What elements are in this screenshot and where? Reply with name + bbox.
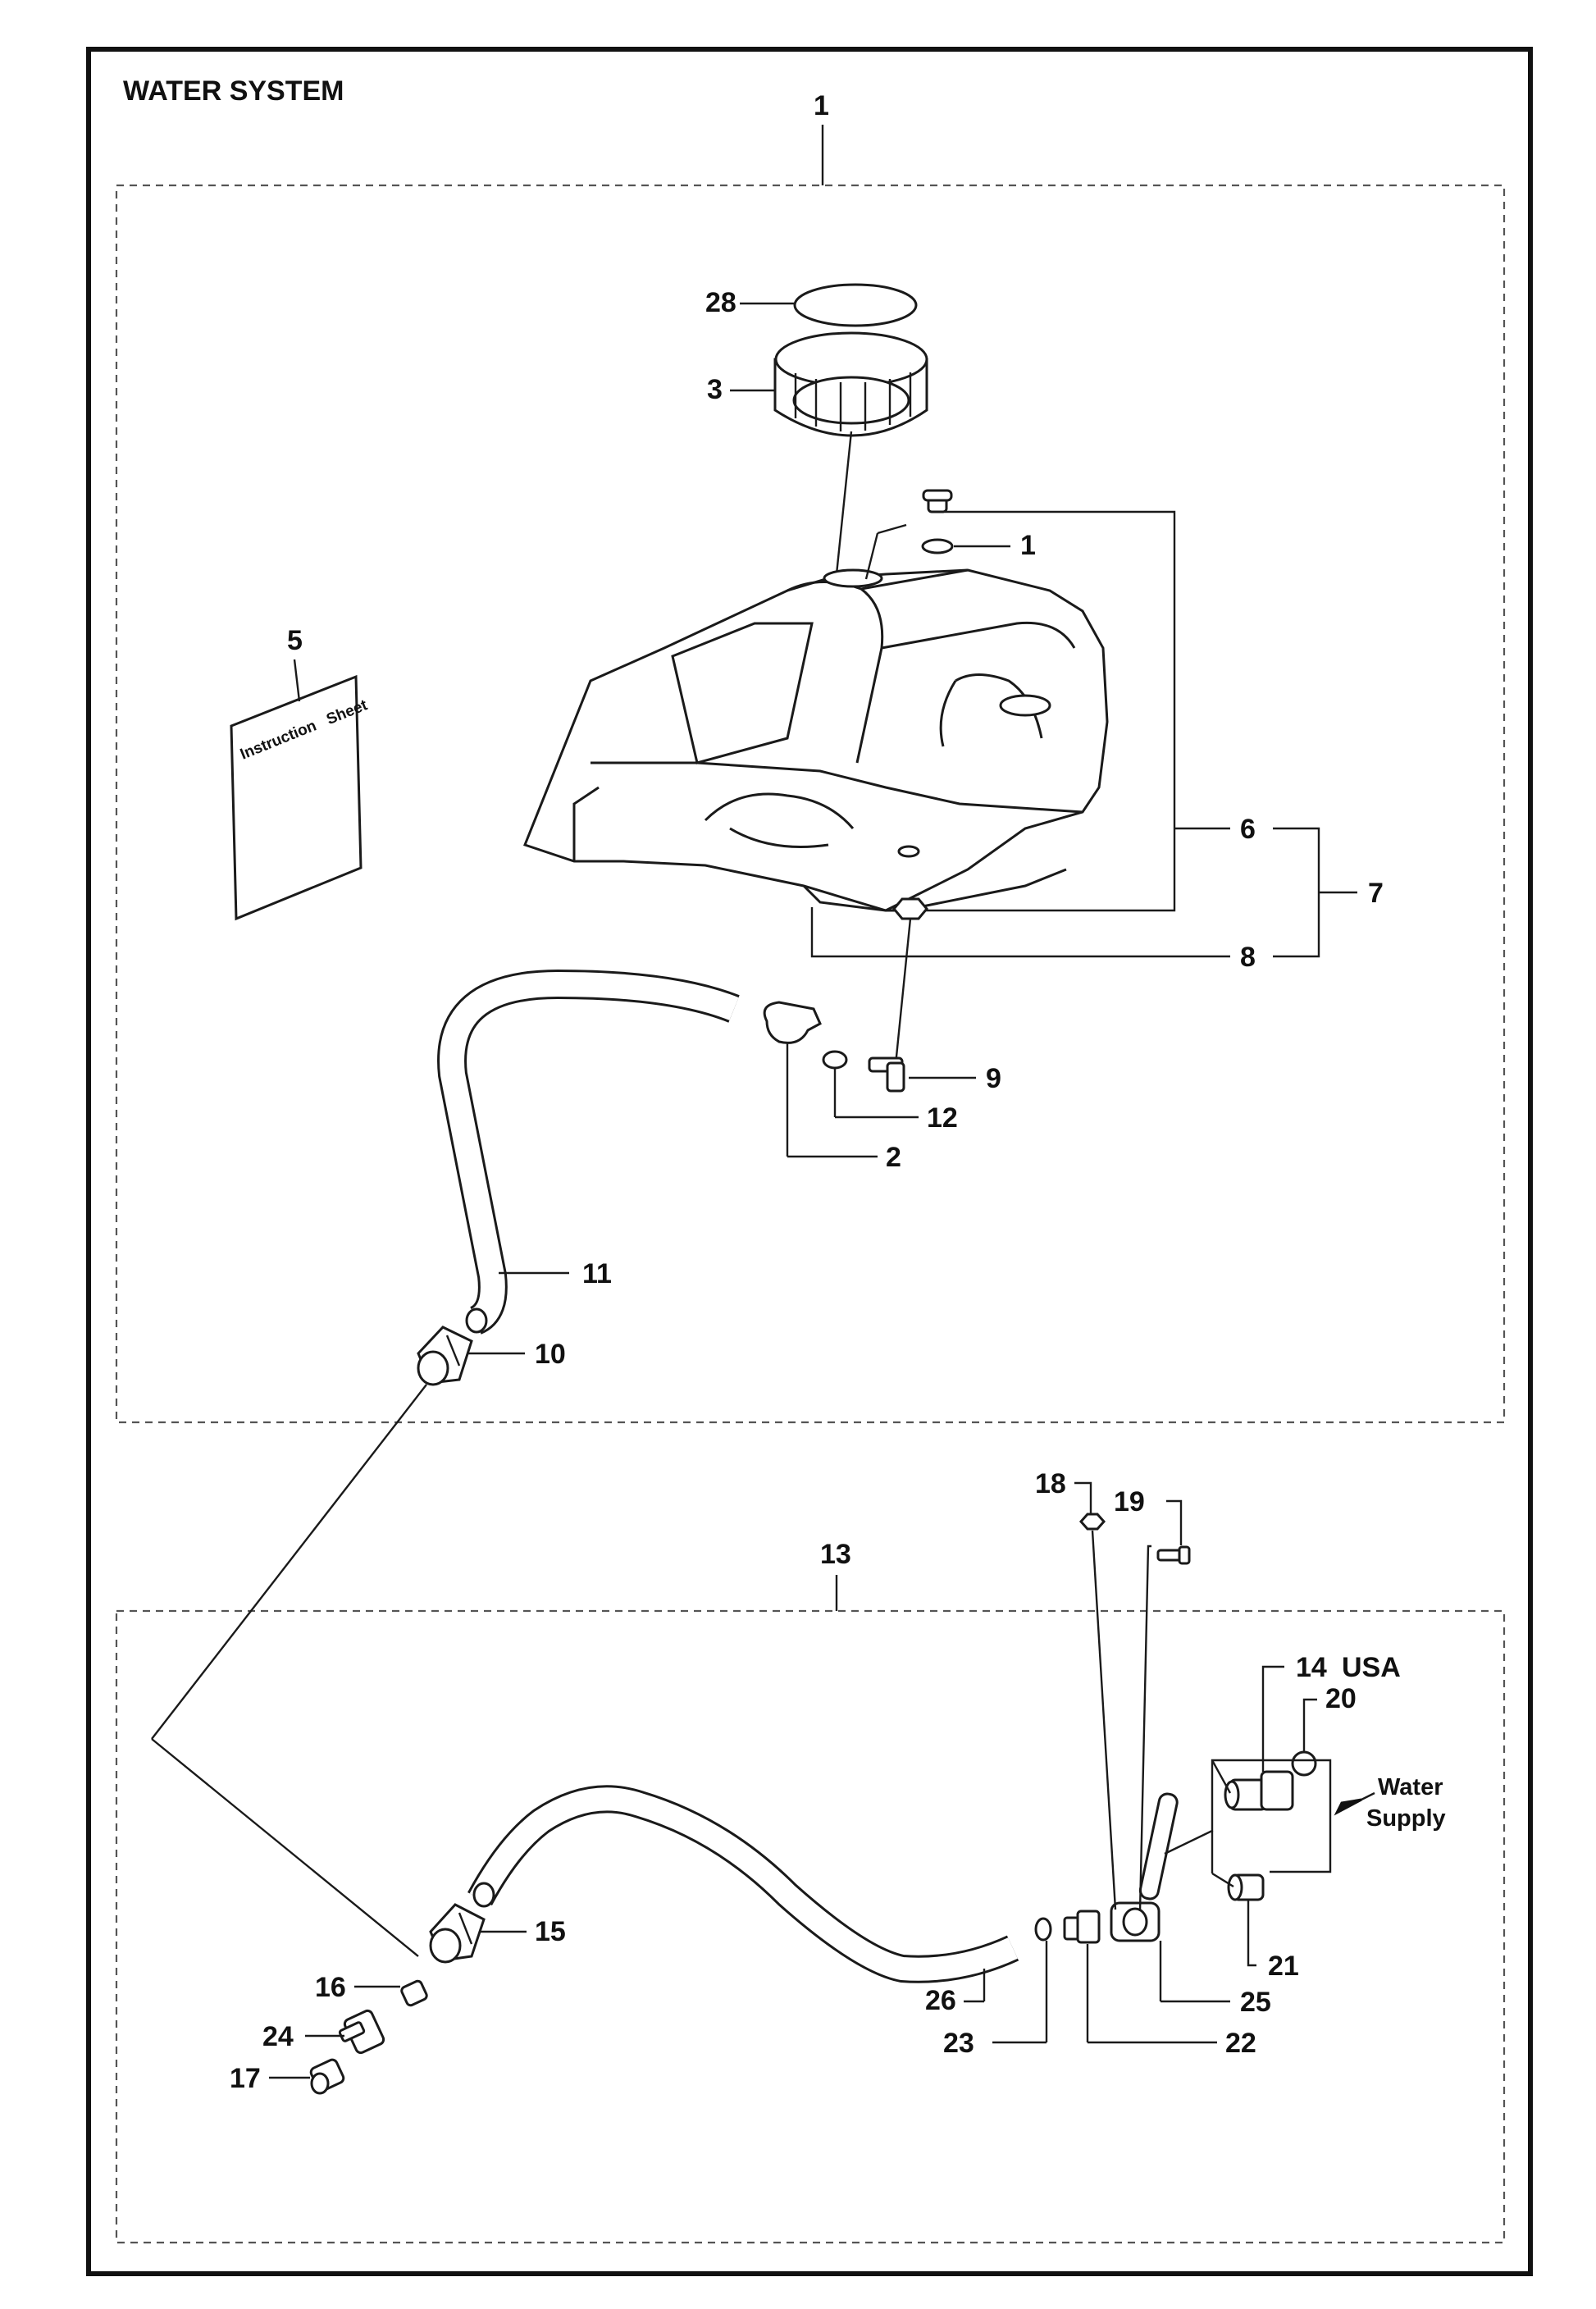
callout-25: 25 <box>1240 1987 1271 2018</box>
adapter-14 <box>1224 1770 1294 1811</box>
nipple-16 <box>400 1979 428 2007</box>
callout-26: 26 <box>925 1985 956 2016</box>
callout-21: 21 <box>1268 1951 1299 1982</box>
o-ring <box>921 538 954 554</box>
callout-13: 13 <box>820 1539 851 1570</box>
callout-3: 3 <box>707 374 723 405</box>
elbow-fitting-9 <box>868 1056 905 1093</box>
coupling-15 <box>429 1903 486 1964</box>
callout-22: 22 <box>1225 2028 1256 2059</box>
callout-10: 10 <box>535 1339 566 1370</box>
hose-clamp-2 <box>763 1001 822 1044</box>
sticker-28 <box>793 283 918 327</box>
clip-23 <box>1034 1917 1052 1942</box>
callout-1-plug: 1 <box>1020 530 1036 561</box>
ball-valve-25 <box>1110 1792 1179 1942</box>
coupling-10 <box>417 1326 473 1386</box>
nipple-21 <box>1227 1873 1265 1901</box>
callout-20: 20 <box>1325 1683 1357 1714</box>
water-tank <box>523 568 1109 912</box>
callout-8: 8 <box>1240 942 1256 973</box>
callout-16: 16 <box>315 1972 346 2003</box>
clip-12 <box>822 1050 848 1070</box>
callout-6: 6 <box>1240 814 1256 845</box>
callout-12: 12 <box>927 1102 958 1134</box>
screw-19 <box>1156 1545 1191 1565</box>
callout-15: 15 <box>535 1916 566 1947</box>
callout-2: 2 <box>886 1142 901 1173</box>
drain-plug <box>922 489 953 513</box>
callout-23: 23 <box>943 2028 974 2059</box>
callout-9: 9 <box>986 1063 1001 1094</box>
callout-1-group: 1 <box>814 90 829 121</box>
nut-18 <box>1078 1513 1106 1531</box>
callout-24: 24 <box>262 2021 294 2052</box>
instruction-sheet: Instruction Sheet <box>230 674 371 921</box>
water-supply-label-2: Supply <box>1366 1805 1446 1832</box>
valve-24 <box>338 2009 385 2055</box>
supply-arrow <box>1334 1798 1362 1816</box>
callout-18: 18 <box>1035 1468 1066 1499</box>
nut <box>892 897 928 920</box>
nipple-22 <box>1063 1910 1101 1944</box>
washer <box>897 845 920 858</box>
callout-7: 7 <box>1368 878 1384 909</box>
washer-20 <box>1291 1750 1317 1777</box>
callout-14: 14 <box>1296 1652 1327 1683</box>
callout-5: 5 <box>287 625 303 656</box>
callout-28: 28 <box>705 287 736 318</box>
page-title: WATER SYSTEM <box>123 75 344 107</box>
callout-19: 19 <box>1114 1486 1145 1517</box>
callout-17: 17 <box>230 2063 261 2094</box>
callout-14-usa: USA <box>1342 1652 1401 1683</box>
outer-frame <box>86 47 1533 2276</box>
tank-cap-3 <box>773 331 928 437</box>
fitting-17 <box>309 2058 345 2095</box>
callout-11: 11 <box>582 1258 612 1289</box>
water-supply-label-1: Water <box>1378 1774 1443 1800</box>
